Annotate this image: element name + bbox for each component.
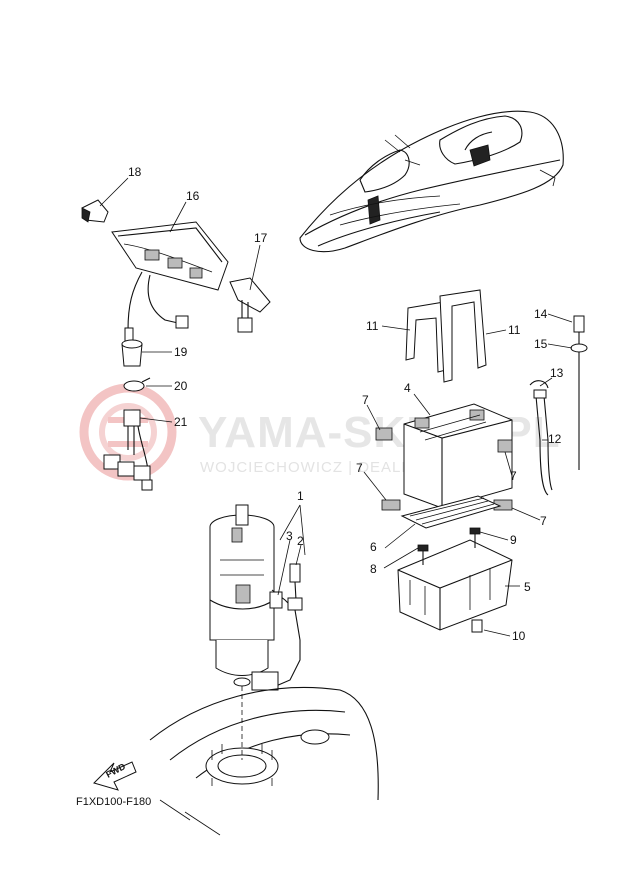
callout-4: 4 [404, 381, 411, 395]
callout-11-left: 11 [366, 319, 379, 333]
callout-7-left: 7 [356, 461, 363, 475]
callout-2: 2 [297, 534, 304, 548]
fuel-pump-assembly [209, 504, 303, 691]
battery-bands [405, 289, 487, 383]
part-7-pad-b [497, 439, 513, 453]
fuel-tank-outline [149, 686, 379, 836]
callout-6: 6 [370, 540, 377, 554]
callout-12: 12 [548, 432, 562, 446]
part-14-vent-valve [573, 315, 585, 470]
callout-5: 5 [524, 580, 531, 594]
callout-19: 19 [174, 345, 188, 359]
callout-10: 10 [512, 629, 526, 643]
battery [403, 403, 513, 509]
part-18-cover [81, 199, 109, 223]
callout-1: 1 [297, 489, 304, 503]
part-19-grommet [121, 339, 143, 367]
callout-8: 8 [370, 562, 377, 576]
callout-7-top: 7 [362, 393, 369, 407]
callout-15: 15 [534, 337, 548, 351]
callout-13: 13 [550, 366, 564, 380]
part-6-mat [400, 495, 502, 529]
meter-assembly [111, 221, 229, 349]
part-21-harness [103, 409, 153, 491]
callout-9: 9 [510, 533, 517, 547]
callout-3: 3 [286, 529, 293, 543]
leader-lines [99, 177, 573, 637]
part-7-pad-a [375, 427, 393, 441]
callout-16: 16 [186, 189, 200, 203]
part-13-clip [529, 380, 549, 389]
callout-7-bottom: 7 [540, 514, 547, 528]
watercraft-illustration [299, 110, 564, 253]
callout-20: 20 [174, 379, 188, 393]
part-9-bolt [469, 527, 481, 548]
callout-17: 17 [254, 231, 268, 245]
part-7-pad-c [381, 499, 401, 511]
diagram-code: F1XD100-F180 [76, 796, 151, 808]
callout-7-right: 7 [510, 469, 517, 483]
callout-21: 21 [174, 415, 188, 429]
part-15-grommet [570, 343, 588, 353]
callout-labels: 18 16 17 19 20 21 1 3 2 11 11 14 15 13 4… [128, 165, 564, 643]
part-17-sensor [229, 277, 271, 333]
part-5-battery-box [397, 539, 513, 633]
fwd-arrow-icon: FWD [93, 761, 137, 791]
callout-18: 18 [128, 165, 142, 179]
callout-11-right: 11 [508, 323, 521, 337]
part-20-clamp [123, 377, 151, 392]
callout-14: 14 [534, 307, 548, 321]
